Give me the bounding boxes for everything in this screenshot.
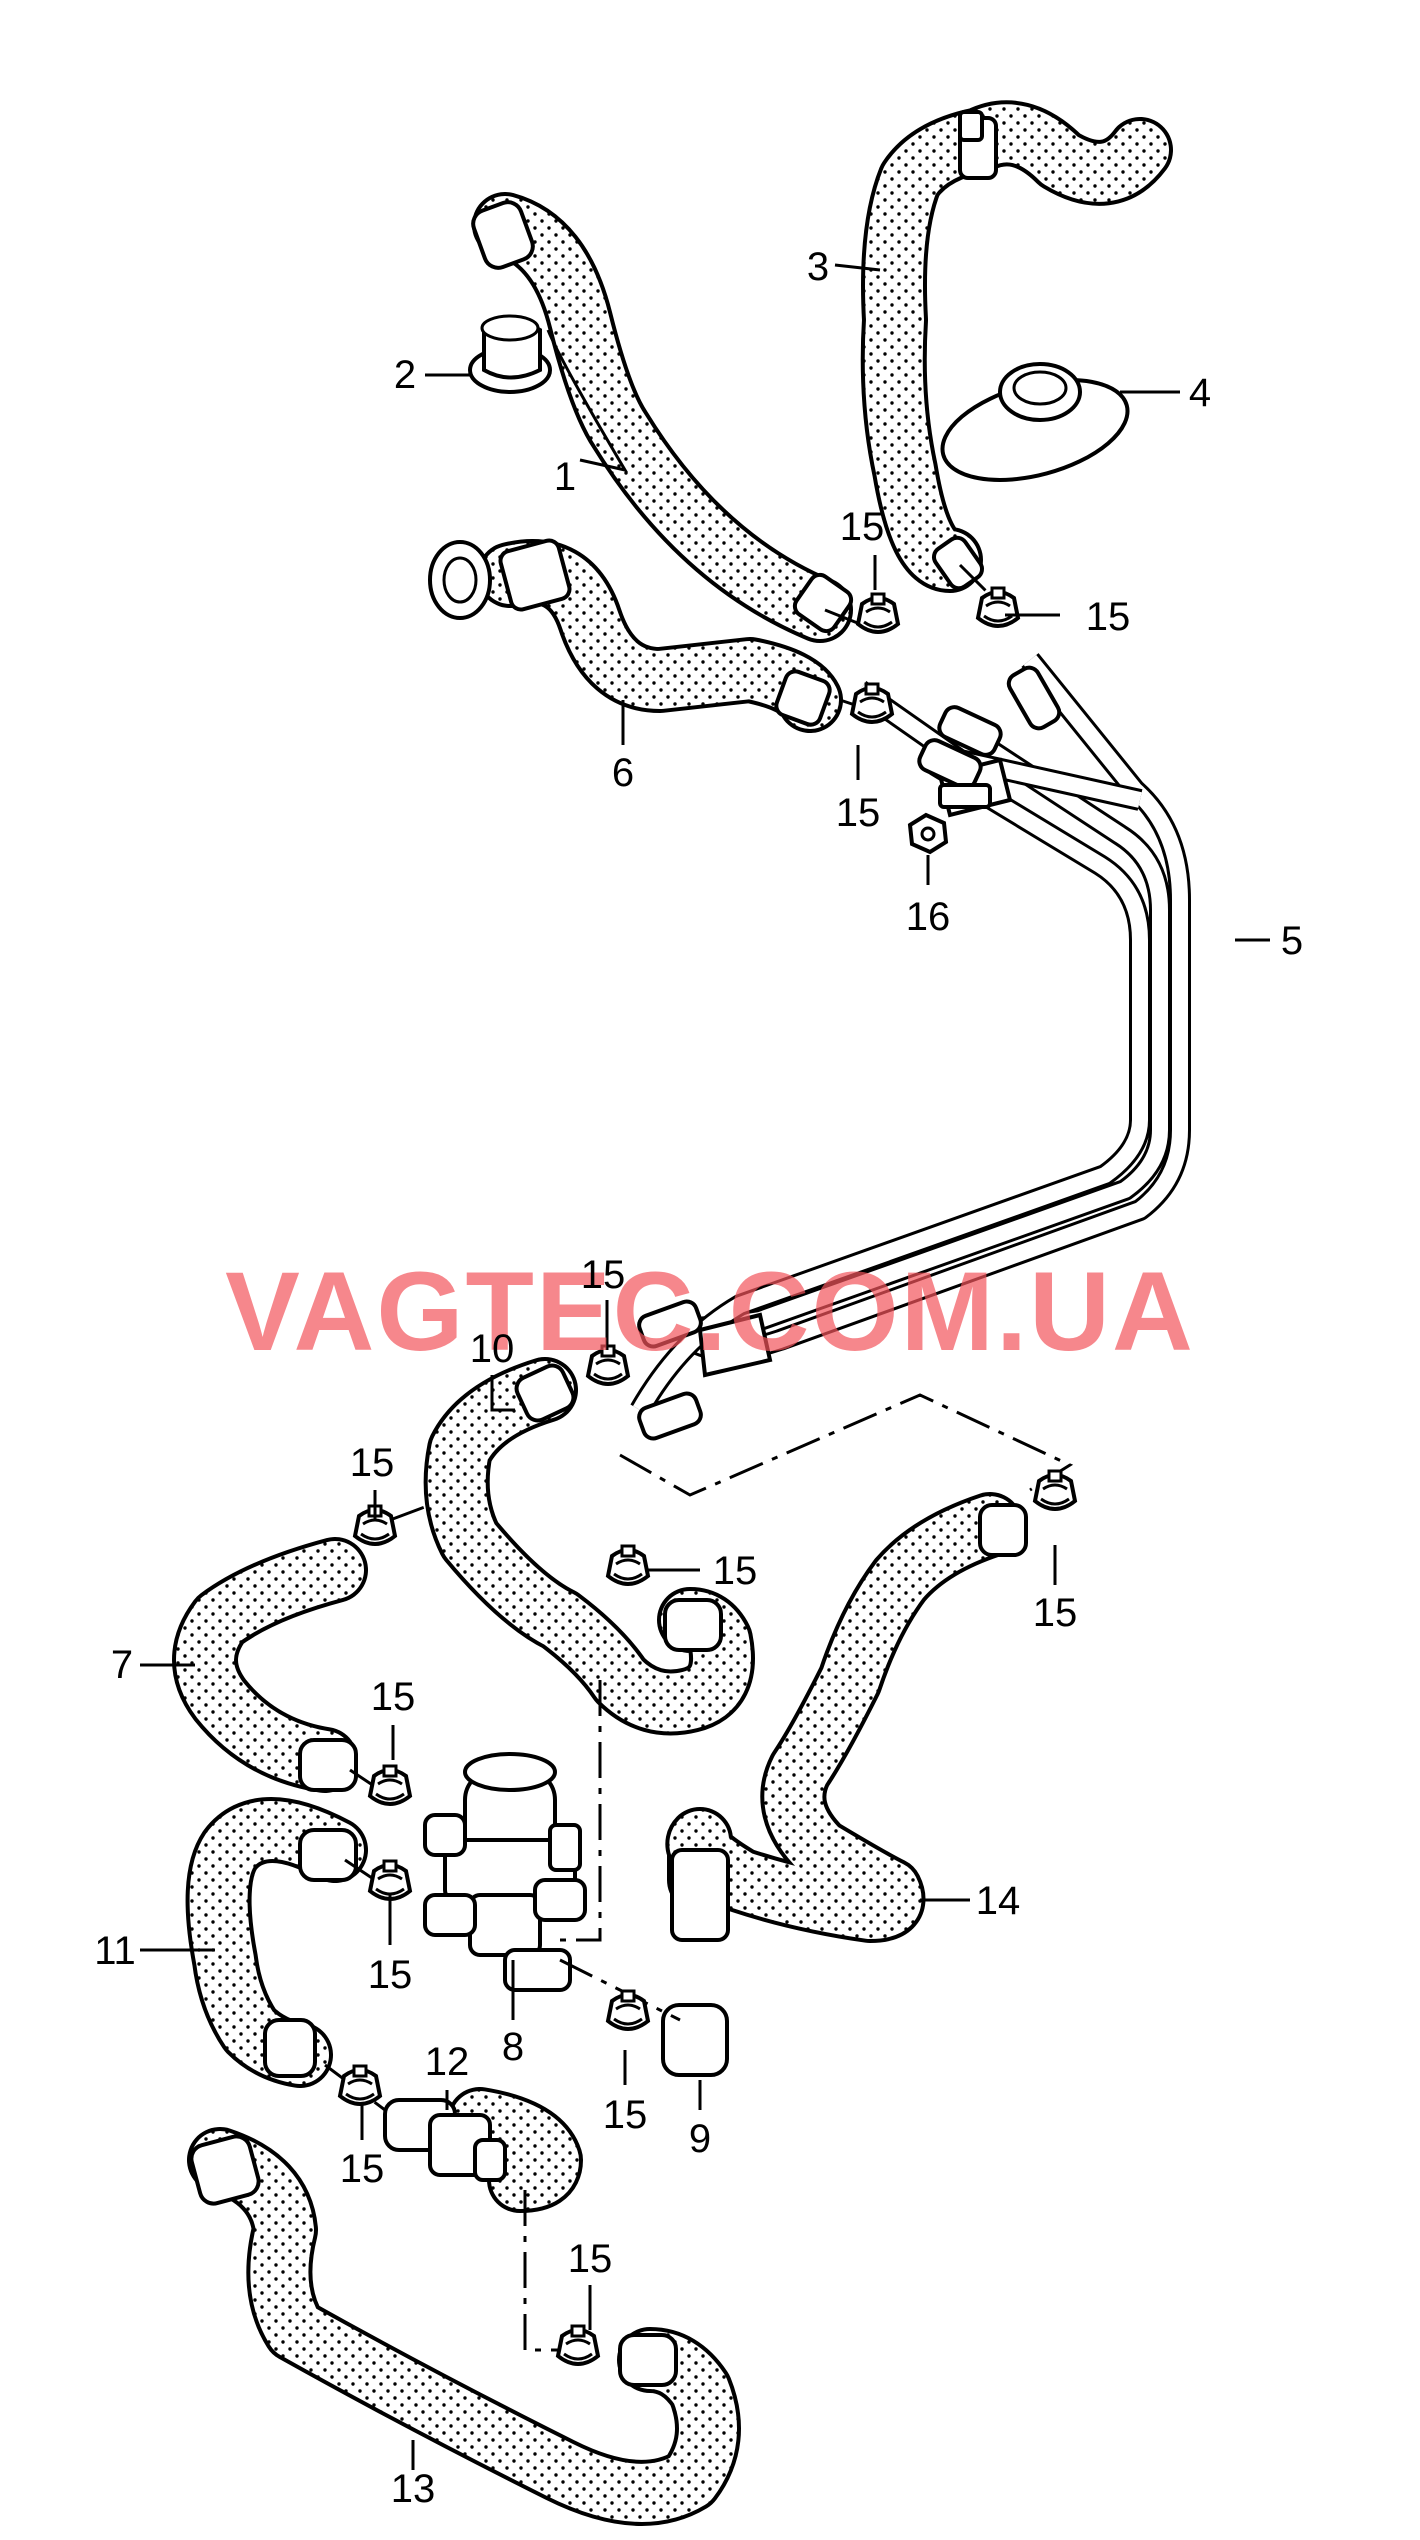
callout-15-j: 15	[603, 2093, 648, 2137]
callout-15-d: 15	[581, 1253, 626, 1297]
callout-15-e: 15	[350, 1441, 395, 1485]
hose-13	[187, 2127, 741, 2526]
callout-5: 5	[1281, 919, 1303, 963]
grommet-2	[468, 314, 552, 394]
callout-10: 10	[470, 1327, 515, 1371]
callout-2: 2	[394, 353, 416, 397]
callout-4: 4	[1189, 371, 1211, 415]
callout-15-b: 15	[1086, 595, 1131, 639]
hose-12-loop	[447, 2087, 583, 2213]
callout-15-k: 15	[340, 2147, 385, 2191]
callout-15-i: 15	[368, 1953, 413, 1997]
callout-12: 12	[425, 2040, 470, 2084]
watermark: VAGTEC.COM.UA	[225, 1249, 1195, 1374]
callout-7: 7	[111, 1643, 133, 1687]
leader-lines	[140, 263, 1270, 2470]
callout-15-l: 15	[568, 2237, 613, 2281]
callout-16: 16	[906, 895, 951, 939]
grommet-4	[940, 362, 1130, 482]
callout-11: 11	[94, 1929, 136, 1973]
callout-8: 8	[502, 2025, 524, 2069]
callout-15-a: 15	[840, 505, 885, 549]
hose-3	[860, 100, 1173, 593]
callout-15-c: 15	[836, 791, 881, 835]
connector-12	[383, 2098, 507, 2182]
callout-6: 6	[612, 751, 634, 795]
hose-7	[172, 1537, 368, 1793]
pipe-assembly-5	[630, 653, 1191, 1441]
callout-15-g: 15	[1033, 1591, 1078, 1635]
hose-10	[423, 1357, 755, 1736]
callout-1: 1	[554, 455, 576, 499]
hose-1	[472, 192, 853, 643]
callout-3: 3	[807, 245, 829, 289]
callout-13: 13	[391, 2467, 436, 2511]
callout-9: 9	[689, 2117, 711, 2161]
callout-labels: 1 2 3 4 5 6 7 8 9 10 11 12 13 14 16 15 1…	[94, 245, 1303, 2511]
coolant-valve-8	[423, 1752, 587, 1992]
callout-15-f: 15	[713, 1549, 758, 1593]
hose-end-caps	[189, 110, 1028, 2387]
callout-15-h: 15	[371, 1675, 416, 1719]
hose-11	[185, 1797, 368, 2088]
callout-14: 14	[976, 1879, 1021, 1923]
